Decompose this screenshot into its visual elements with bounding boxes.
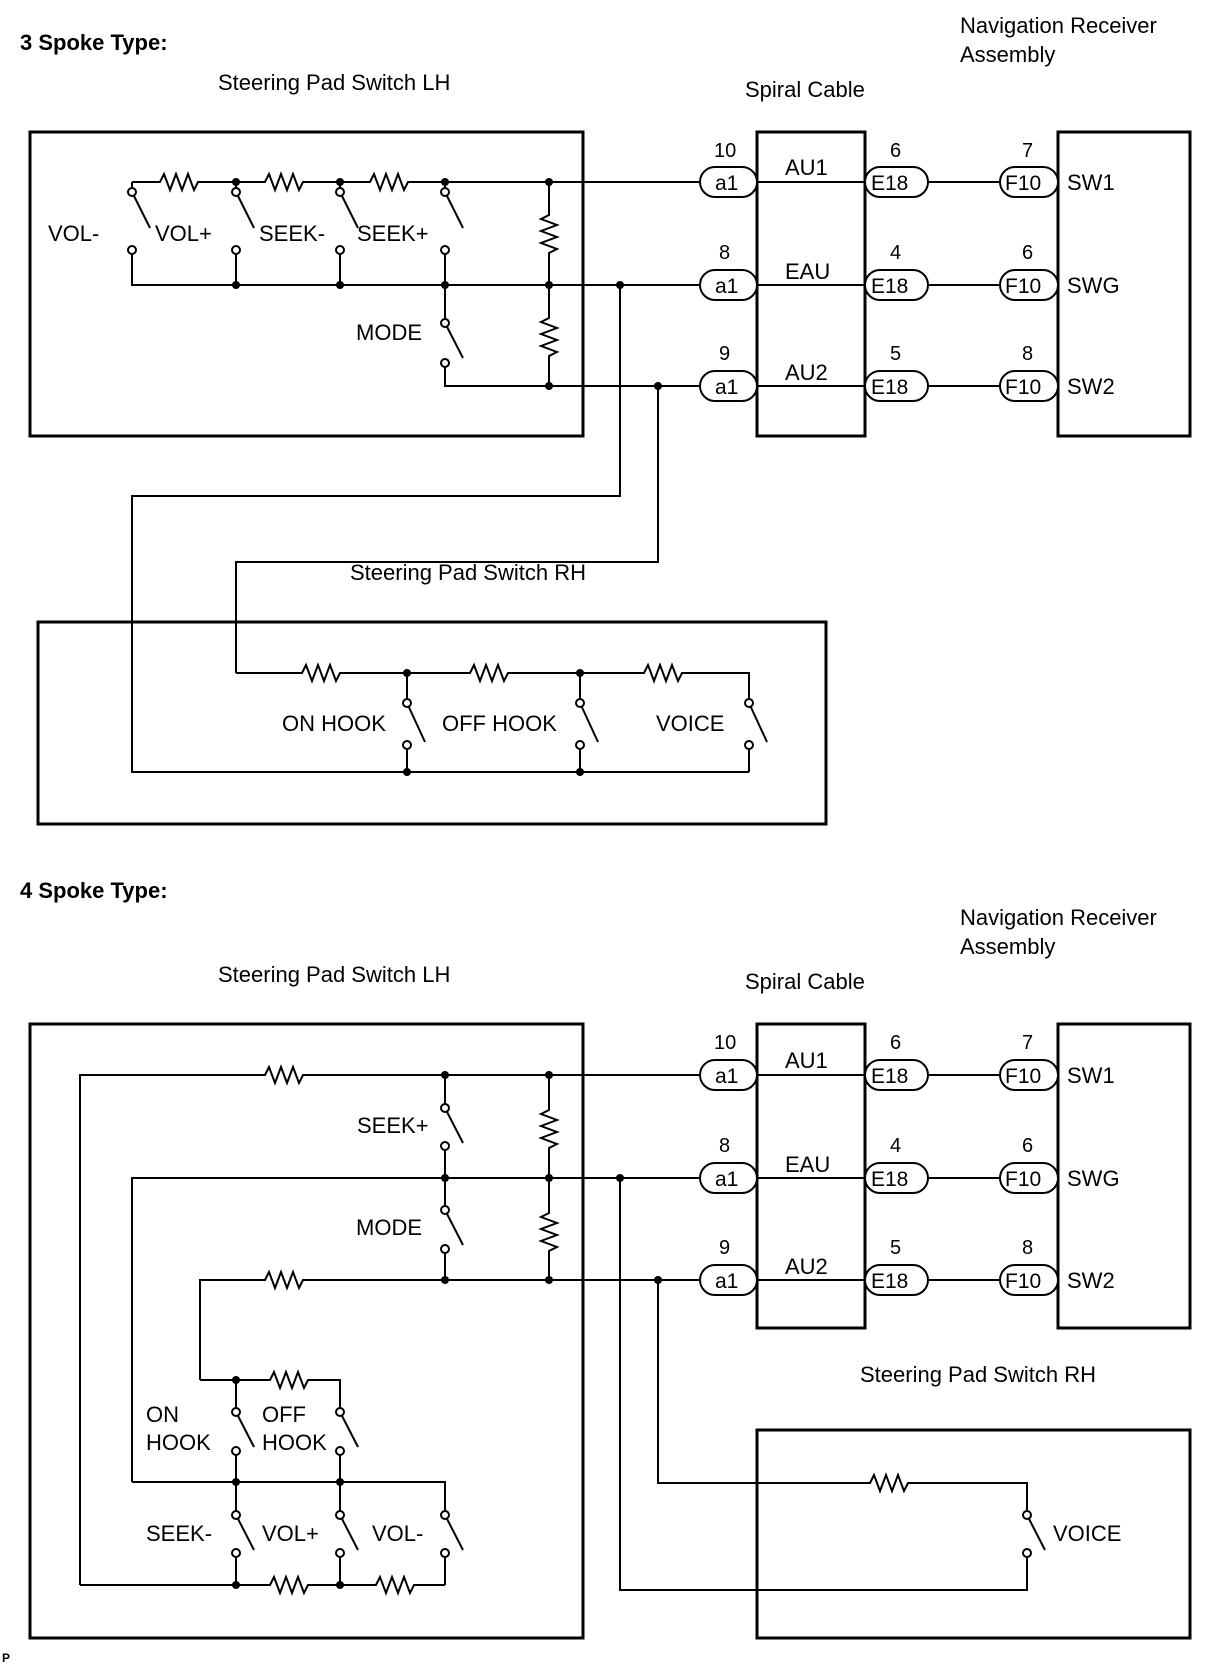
e18-pin: 6 [890, 140, 901, 162]
spoke4-switch-voice: VOICE [1053, 1521, 1121, 1546]
f10-connector-label: F10 [1005, 1270, 1041, 1293]
spoke3-signal-row-au1: a1 E18 F10 10 AU1 6 7 SW1 [699, 140, 1115, 198]
spoke3-switch-on-hook: ON HOOK [282, 711, 386, 736]
spiral-signal: EAU [785, 1152, 830, 1177]
spoke4-switch-on-hook-1: ON [146, 1402, 179, 1427]
a1-pin: 10 [714, 140, 736, 162]
spoke4-spiral-label: Spiral Cable [745, 969, 865, 994]
spiral-signal: AU2 [785, 1254, 828, 1279]
spoke4-switch-off-hook-2: HOOK [262, 1430, 327, 1455]
spiral-signal: AU1 [785, 155, 828, 180]
e18-connector-label: E18 [871, 376, 908, 399]
spoke4-switch-vol-plus: VOL+ [262, 1521, 319, 1546]
f10-pin: 6 [1022, 1135, 1033, 1157]
a1-connector-label: a1 [715, 376, 738, 399]
spoke4-lh-wiring [79, 1064, 700, 1596]
spiral-signal: AU2 [785, 360, 828, 385]
nav-signal: SWG [1067, 273, 1120, 298]
e18-connector-label: E18 [871, 172, 908, 195]
spoke3-switch-vol-minus: VOL- [48, 221, 99, 246]
spoke4-lh-box [28, 1022, 585, 1640]
nav-signal: SW1 [1067, 170, 1115, 195]
e18-pin: 4 [890, 1135, 901, 1157]
spiral-signal: EAU [785, 259, 830, 284]
spoke4-nav-label-1: Navigation Receiver [960, 905, 1157, 930]
spoke3-signal-row-eau: a1 E18 F10 8 EAU 4 6 SWG [699, 242, 1120, 301]
a1-connector-label: a1 [715, 1270, 738, 1293]
e18-connector-label: E18 [871, 1168, 908, 1191]
spoke4-rh-au2-wire [657, 1280, 1028, 1515]
spoke3-rh-ground-wire [131, 285, 749, 773]
e18-pin: 6 [890, 1032, 901, 1054]
nav-signal: SWG [1067, 1166, 1120, 1191]
spoke4-lh-label: Steering Pad Switch LH [218, 962, 450, 987]
e18-pin: 4 [890, 242, 901, 264]
e18-pin: 5 [890, 343, 901, 365]
footer-mark: P [2, 1651, 10, 1665]
spoke3-lh-wiring [127, 171, 700, 390]
spoke4-nav-label-2: Assembly [960, 934, 1055, 959]
spiral-signal: AU1 [785, 1048, 828, 1073]
f10-pin: 7 [1022, 1032, 1033, 1054]
nav-signal: SW1 [1067, 1063, 1115, 1088]
spoke3-section: 3 Spoke Type: Steering Pad Switch LH Spi… [20, 13, 1192, 826]
a1-pin: 9 [719, 1237, 730, 1259]
f10-connector-label: F10 [1005, 1065, 1041, 1088]
e18-pin: 5 [890, 1237, 901, 1259]
a1-connector-label: a1 [715, 1065, 738, 1088]
spoke4-signal-row-au1: a1 E18 F10 10 AU1 6 7 SW1 [699, 1032, 1115, 1091]
spoke3-lh-label: Steering Pad Switch LH [218, 70, 450, 95]
nav-signal: SW2 [1067, 1268, 1115, 1293]
spoke3-rh-label: Steering Pad Switch RH [350, 560, 586, 585]
f10-connector-label: F10 [1005, 172, 1041, 195]
spoke3-signal-row-au2: a1 E18 F10 9 AU2 5 8 SW2 [699, 343, 1115, 402]
a1-connector-label: a1 [715, 172, 738, 195]
spoke3-rh-box [36, 620, 828, 826]
f10-connector-label: F10 [1005, 275, 1041, 298]
spoke4-rh-box [755, 1428, 1192, 1640]
a1-connector-label: a1 [715, 275, 738, 298]
e18-connector-label: E18 [871, 1270, 908, 1293]
a1-pin: 10 [714, 1032, 736, 1054]
spoke3-title: 3 Spoke Type: [20, 30, 168, 55]
a1-connector-label: a1 [715, 1168, 738, 1191]
spoke3-nav-label-2: Assembly [960, 42, 1055, 67]
spoke4-switch-on-hook-2: HOOK [146, 1430, 211, 1455]
spoke4-switch-seek-minus: SEEK- [146, 1521, 212, 1546]
spoke3-switch-seek-plus: SEEK+ [357, 221, 429, 246]
spoke4-rh-label: Steering Pad Switch RH [860, 1362, 1096, 1387]
spoke4-switch-off-hook-1: OFF [262, 1402, 306, 1427]
f10-connector-label: F10 [1005, 376, 1041, 399]
spoke4-signal-row-au2: a1 E18 F10 9 AU2 5 8 SW2 [699, 1237, 1115, 1296]
spoke4-switch-seek-plus: SEEK+ [357, 1113, 429, 1138]
spoke3-switch-seek-minus: SEEK- [259, 221, 325, 246]
spoke4-section: 4 Spoke Type: Steering Pad Switch LH Spi… [20, 878, 1192, 1640]
a1-pin: 8 [719, 1135, 730, 1157]
spoke4-switch-mode: MODE [356, 1215, 422, 1240]
spoke3-switch-voice: VOICE [656, 711, 724, 736]
a1-pin: 8 [719, 242, 730, 264]
spoke3-switch-off-hook: OFF HOOK [442, 711, 557, 736]
spoke4-signal-row-eau: a1 E18 F10 8 EAU 4 6 SWG [699, 1135, 1120, 1194]
spoke3-rh-au2-wire [235, 386, 659, 673]
f10-pin: 8 [1022, 1237, 1033, 1259]
e18-connector-label: E18 [871, 275, 908, 298]
f10-pin: 6 [1022, 242, 1033, 264]
spoke4-rh-ground-wire [619, 1178, 1028, 1591]
f10-pin: 7 [1022, 140, 1033, 162]
nav-signal: SW2 [1067, 374, 1115, 399]
spoke3-switch-mode: MODE [356, 320, 422, 345]
f10-pin: 8 [1022, 343, 1033, 365]
spoke3-spiral-label: Spiral Cable [745, 77, 865, 102]
spoke3-nav-label-1: Navigation Receiver [960, 13, 1157, 38]
spoke3-rh-wiring [236, 662, 768, 776]
f10-connector-label: F10 [1005, 1168, 1041, 1191]
spoke4-title: 4 Spoke Type: [20, 878, 168, 903]
spoke4-switch-vol-minus: VOL- [372, 1521, 423, 1546]
e18-connector-label: E18 [871, 1065, 908, 1088]
spoke3-switch-vol-plus: VOL+ [155, 221, 212, 246]
spoke4-voice-switch-blade [1026, 1514, 1046, 1551]
a1-pin: 9 [719, 343, 730, 365]
